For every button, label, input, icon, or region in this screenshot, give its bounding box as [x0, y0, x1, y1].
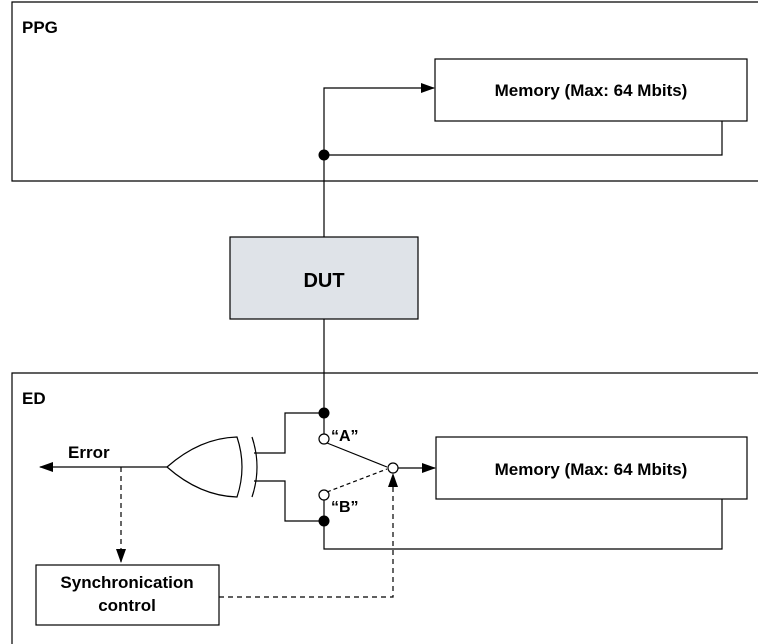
switch-a-terminal [318, 433, 330, 445]
sync-control-box [35, 564, 220, 626]
ed-memory-box [435, 436, 748, 500]
ed-memory-label: Memory (Max: 64 Mbits) [495, 460, 688, 479]
ppg-memory-box [434, 58, 748, 122]
ppg-border [11, 1, 758, 182]
error-label: Error [68, 443, 110, 462]
dut-block: DUT [229, 236, 419, 320]
ppg-section: PPG Memory (Max: 64 Mbits) [11, 1, 758, 182]
ed-border [11, 372, 758, 644]
dut-box [229, 236, 419, 320]
ed-section: ED “A” “B” Memory (Max: 64 Mbits) E [11, 372, 758, 644]
switch-b-label: “B” [331, 499, 359, 516]
xor-gate-icon [166, 436, 258, 498]
gate-input-top-wire [254, 412, 324, 454]
sync-control-line1: Synchronication [60, 573, 193, 592]
sync-control-line2: control [98, 596, 156, 615]
switch-b-terminal [318, 489, 330, 501]
switch-arm-dashed [326, 468, 388, 493]
gate-input-bottom-wire [254, 480, 324, 522]
switch-arm-solid [326, 442, 388, 468]
ed-title: ED [22, 389, 46, 408]
switch-a-label: “A” [331, 428, 359, 445]
sync-to-switch-dashed-wire [219, 473, 398, 598]
ed-memory-return-wire [323, 499, 723, 550]
ppg-memory-label: Memory (Max: 64 Mbits) [495, 81, 688, 100]
dut-label: DUT [303, 270, 344, 292]
ppg-to-memory-wire [323, 83, 435, 155]
ppg-title: PPG [22, 18, 58, 37]
switch-common-terminal [387, 462, 399, 474]
ppg-memory-return-wire [324, 121, 723, 156]
